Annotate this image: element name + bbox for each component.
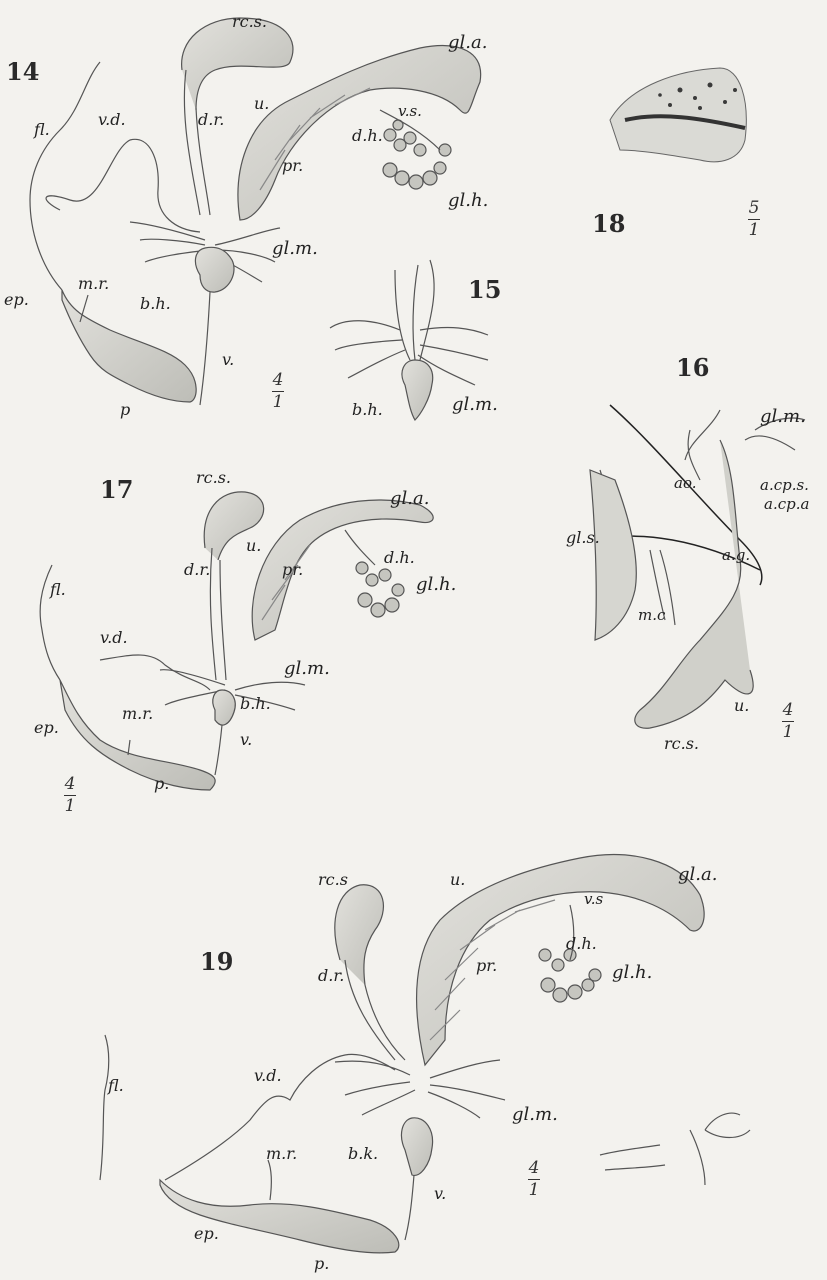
fig14-label-v: v.	[222, 352, 234, 368]
fig19-label-gl-h: gl.h.	[612, 964, 652, 982]
fig15-label-gl-m: gl.m.	[452, 396, 498, 414]
fig19-label-b-k: b.k.	[348, 1146, 378, 1162]
fig19-label-u: u.	[450, 872, 465, 888]
fig14-label-v-d: v.d.	[98, 112, 126, 128]
fig19-scale: 4 1	[528, 1160, 540, 1199]
fig19-label-p: p.	[314, 1256, 329, 1272]
fig16-label-m-c: m.c	[638, 608, 665, 623]
fig14-label-u: u.	[254, 96, 269, 112]
fig17-scale-den: 1	[65, 796, 76, 816]
fig17-albumen-gland	[252, 500, 433, 640]
fig19-scale-den: 1	[529, 1180, 540, 1200]
fig14-scale: 4 1	[272, 372, 284, 411]
fig19-label-ep: ep.	[194, 1226, 219, 1242]
fig16-scale: 4 1	[782, 702, 794, 741]
figure-number-16: 16	[676, 356, 709, 380]
fig14-label-d-h: d.h.	[352, 128, 383, 144]
fig16-scale-den: 1	[783, 722, 794, 742]
fig15-label-b-h: b.h.	[352, 402, 383, 418]
fig14-vagina	[200, 292, 210, 405]
figure-16-drawing	[590, 405, 805, 728]
fig18-scale-den: 1	[749, 220, 760, 240]
fig19-label-m-r: m.r.	[266, 1146, 297, 1162]
fig14-label-d-r: d.r.	[198, 112, 224, 128]
figure-number-14: 14	[6, 60, 39, 84]
fig19-label-d-r: d.r.	[318, 968, 344, 984]
fig16-label-ao: ao.	[674, 476, 696, 491]
fig19-label-gl-m: gl.m.	[512, 1106, 558, 1124]
fig17-label-gl-a: gl.a.	[390, 490, 429, 508]
figure-19-drawing	[100, 855, 750, 1253]
fig16-label-gl-m: gl.m.	[760, 408, 806, 426]
fig14-label-gl-a: gl.a.	[448, 34, 487, 52]
fig16-label-a-g: a.g.	[722, 548, 750, 563]
fig17-label-u: u.	[246, 538, 261, 554]
fig17-label-b-h: b.h.	[240, 696, 271, 712]
fig14-label-b-h: b.h.	[140, 296, 171, 312]
fig17-label-d-h: d.h.	[384, 550, 415, 566]
fig19-label-fl: fl.	[108, 1078, 124, 1094]
fig14-label-gl-m: gl.m.	[272, 240, 318, 258]
fig14-label-m-r: m.r.	[78, 276, 109, 292]
fig14-receptaculum	[182, 18, 293, 110]
fig17-scale: 4 1	[64, 776, 76, 815]
fig16-label-a-cp-a: a.cp.a	[764, 497, 809, 512]
fig16-label-u: u.	[734, 698, 749, 714]
fig17-label-pr: pr.	[282, 562, 303, 578]
fig16-scale-num: 4	[783, 700, 794, 720]
figure-number-17: 17	[100, 478, 133, 502]
fig17-label-m-r: m.r.	[122, 706, 153, 722]
fig19-scale-num: 4	[529, 1158, 540, 1178]
fig14-scale-num: 4	[273, 370, 284, 390]
fig14-label-pr: pr.	[282, 158, 303, 174]
fig19-label-d-h: d.h.	[566, 936, 597, 952]
fig14-label-fl: fl.	[34, 122, 50, 138]
fig14-label-v-s: v.s.	[398, 104, 422, 119]
figure-number-15: 15	[468, 278, 501, 302]
fig19-label-pr: pr.	[476, 958, 497, 974]
fig17-scale-num: 4	[65, 774, 76, 794]
fig19-label-gl-a: gl.a.	[678, 866, 717, 884]
fig14-penis	[62, 290, 196, 402]
fig16-label-gl-s: gl.s.	[566, 530, 600, 546]
figure-number-18: 18	[592, 212, 625, 236]
fig17-label-v-d: v.d.	[100, 630, 128, 646]
fig17-label-d-r: d.r.	[184, 562, 210, 578]
fig14-label-ep: ep.	[4, 292, 29, 308]
fig16-label-rc-s: rc.s.	[664, 736, 699, 752]
fig19-label-rc-s: rc.s	[318, 872, 348, 888]
fig14-hermaphrodite-gland	[383, 120, 451, 189]
fig14-label-p: p	[120, 402, 130, 418]
figure-18-drawing	[610, 68, 746, 162]
fig17-label-gl-h: gl.h.	[416, 576, 456, 594]
fig17-label-ep: ep.	[34, 720, 59, 736]
fig14-label-rc-s: rc.s.	[232, 14, 267, 30]
fig14-label-gl-h: gl.h.	[448, 192, 488, 210]
fig16-label-a-cp-s: a.cp.s.	[760, 478, 809, 493]
fig18-scale-num: 5	[749, 198, 760, 218]
fig17-label-fl: fl.	[50, 582, 66, 598]
fig17-label-v: v.	[240, 732, 252, 748]
fig14-scale-den: 1	[273, 392, 284, 412]
fig17-label-p: p.	[154, 776, 169, 792]
fig14-bursa	[195, 247, 234, 292]
fig17-label-gl-m: gl.m.	[284, 660, 330, 678]
fig17-label-rc-s: rc.s.	[196, 470, 231, 486]
fig19-label-v: v.	[434, 1186, 446, 1202]
fig14-vas-deferens	[46, 139, 200, 232]
fig18-scale: 5 1	[748, 200, 760, 239]
fig15-bursa	[402, 360, 433, 420]
fig19-label-v-d: v.d.	[254, 1068, 282, 1084]
fig19-label-v-s: v.s	[584, 892, 603, 907]
fig14-flagellum	[30, 62, 100, 290]
figure-number-19: 19	[200, 950, 233, 974]
figure-14-drawing	[30, 18, 481, 405]
